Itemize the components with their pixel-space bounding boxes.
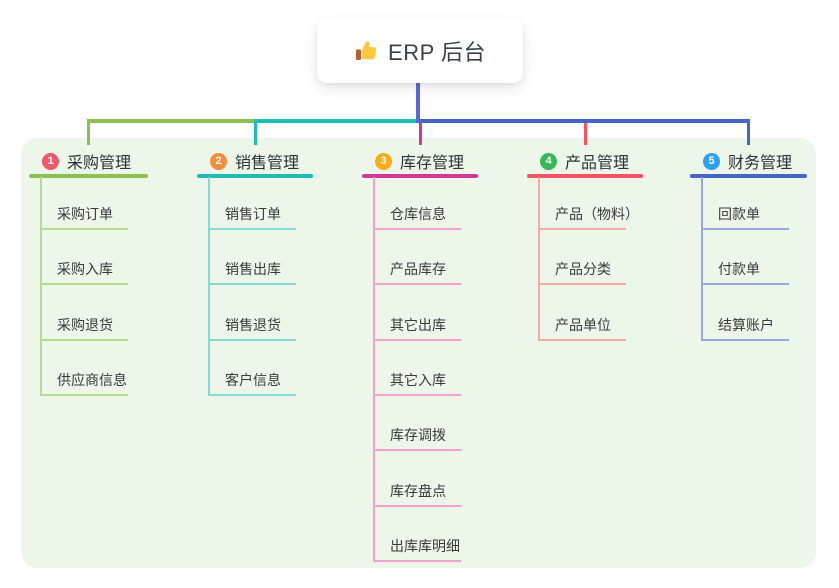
branch-title-label: 销售管理: [235, 155, 300, 172]
child-connector-line: [40, 338, 128, 341]
bus-segment-green: [87, 119, 257, 123]
child-connector-line: [208, 393, 296, 396]
branch-connector-drop: [87, 119, 90, 145]
child-connector-line: [538, 228, 626, 230]
child-node[interactable]: 出库库明细: [390, 537, 460, 554]
child-connector-line: [373, 449, 461, 452]
child-node[interactable]: 采购入库: [57, 261, 113, 278]
child-connector-line: [373, 283, 461, 286]
child-node[interactable]: 产品库存: [390, 261, 446, 278]
child-node[interactable]: 产品单位: [555, 316, 611, 333]
branch-connector-drop: [253, 119, 257, 145]
child-connector-line: [208, 283, 296, 286]
child-node[interactable]: 销售出库: [225, 261, 281, 278]
branch-trunk-line: [701, 177, 703, 341]
child-connector-line: [373, 559, 461, 562]
child-connector-line: [701, 338, 789, 341]
child-node[interactable]: 产品（物料）: [555, 206, 639, 222]
child-connector-line: [538, 283, 626, 286]
branch-title-label: 产品管理: [565, 155, 630, 172]
branch-trunk-line: [538, 177, 540, 341]
branch-title-label: 采购管理: [67, 155, 132, 172]
child-connector-line: [373, 228, 461, 230]
child-node[interactable]: 供应商信息: [57, 371, 127, 388]
child-node[interactable]: 采购退货: [57, 316, 113, 333]
child-node[interactable]: 付款单: [718, 261, 760, 278]
child-node[interactable]: 销售退货: [225, 316, 281, 333]
branch-title-node[interactable]: 5 财务管理: [703, 150, 792, 172]
child-node[interactable]: 回款单: [718, 206, 760, 222]
branch-title-node[interactable]: 1 采购管理: [42, 150, 131, 172]
child-node[interactable]: 产品分类: [555, 261, 611, 278]
child-connector-line: [373, 504, 461, 507]
child-connector-line: [538, 338, 626, 341]
child-node[interactable]: 销售订单: [225, 206, 281, 222]
child-connector-line: [373, 393, 461, 396]
branch-title-underline: [197, 174, 313, 178]
child-connector-line: [701, 228, 789, 230]
child-connector-line: [701, 283, 789, 286]
branch-trunk-line: [208, 177, 210, 396]
child-connector-line: [208, 228, 296, 230]
branch-title-node[interactable]: 3 库存管理: [375, 150, 464, 172]
child-connector-line: [40, 393, 128, 396]
root-node[interactable]: ERP 后台: [317, 19, 523, 83]
branch-title-underline: [29, 174, 148, 178]
child-node[interactable]: 结算账户: [718, 316, 774, 333]
branch-trunk-line: [40, 177, 42, 396]
bus-segment-blue: [416, 119, 750, 123]
child-node[interactable]: 其它出库: [390, 316, 446, 333]
thumbs-up-icon: [354, 39, 378, 63]
child-node[interactable]: 其它入库: [390, 371, 446, 388]
branch-title-label: 库存管理: [400, 155, 465, 172]
branch-title-label: 财务管理: [728, 155, 793, 172]
root-connector: [416, 83, 420, 122]
branch-connector-drop: [583, 119, 587, 145]
child-node[interactable]: 库存调拨: [390, 427, 446, 444]
branch-title-underline: [362, 174, 478, 178]
child-node[interactable]: 仓库信息: [390, 206, 446, 222]
child-node[interactable]: 客户信息: [225, 371, 281, 388]
branch-number-badge: 2: [210, 152, 227, 170]
branch-number-badge: 5: [703, 152, 720, 170]
branches-panel: [21, 138, 816, 568]
branch-trunk-line: [373, 177, 375, 562]
branch-number-badge: 1: [42, 152, 59, 170]
child-connector-line: [40, 228, 128, 230]
branch-connector-drop: [418, 119, 422, 145]
child-connector-line: [373, 338, 461, 341]
branch-title-node[interactable]: 4 产品管理: [540, 150, 629, 172]
branch-title-underline: [527, 174, 643, 178]
child-node[interactable]: 采购订单: [57, 206, 113, 222]
child-connector-line: [40, 283, 128, 286]
branch-connector-drop: [747, 119, 750, 145]
branch-number-badge: 3: [375, 152, 392, 170]
branch-number-badge: 4: [540, 152, 557, 170]
branch-title-node[interactable]: 2 销售管理: [210, 150, 299, 172]
root-title: ERP 后台: [388, 40, 486, 65]
bus-segment-teal: [253, 119, 420, 123]
branch-title-underline: [690, 174, 807, 178]
child-connector-line: [208, 338, 296, 341]
child-node[interactable]: 库存盘点: [390, 482, 446, 499]
